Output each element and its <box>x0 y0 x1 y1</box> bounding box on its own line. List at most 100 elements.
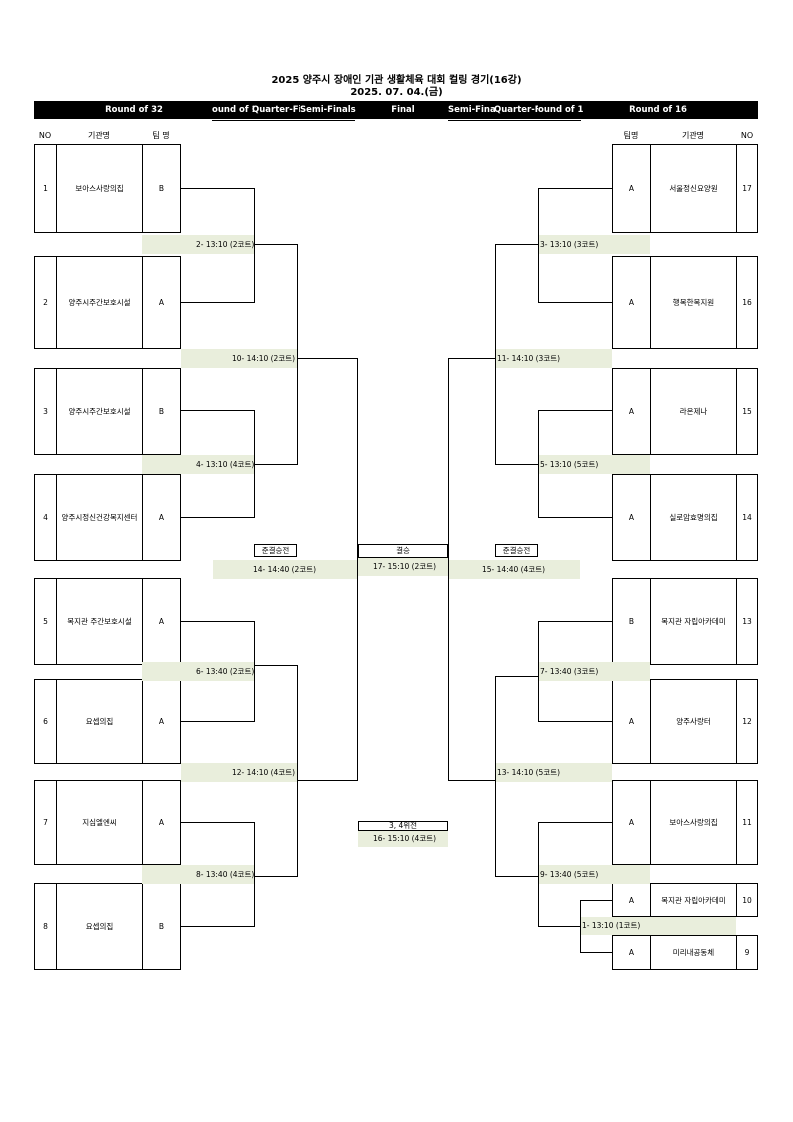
col-org-right: 기관명 <box>681 131 705 140</box>
bracket-line <box>297 244 298 465</box>
left-team-no: 6 <box>34 679 57 764</box>
bracket-line <box>538 621 612 622</box>
right-team-code: A <box>612 780 651 865</box>
bracket-line <box>448 358 449 781</box>
col-team-right: 팀명 <box>623 131 639 140</box>
right-team-org: 서울정신요양원 <box>650 144 737 233</box>
bracket-line <box>538 188 539 303</box>
match-label: 2- 13:10 (2코트) <box>142 235 254 254</box>
right-team-no: 9 <box>736 935 758 970</box>
right-team-code: A <box>612 368 651 455</box>
bracket-line <box>297 358 358 359</box>
match-label: 3- 13:10 (3코트) <box>538 235 650 254</box>
bracket-line <box>538 926 580 927</box>
left-team-org: 요셉의집 <box>56 883 143 970</box>
bracket-line <box>538 410 612 411</box>
bracket-line <box>580 900 581 953</box>
match-label: 16- 15:10 (4코트) <box>358 830 448 847</box>
page-title: 2025 양주시 장애인 기관 생활체육 대회 컬링 경기(16강) <box>271 75 522 86</box>
match-label: 9- 13:40 (5코트) <box>538 865 650 884</box>
right-team-code: A <box>612 144 651 233</box>
bracket-line <box>495 464 538 465</box>
left-team-code: A <box>142 474 181 561</box>
right-team-no: 15 <box>736 368 758 455</box>
col-no-left: NO <box>38 131 52 140</box>
right-team-no: 14 <box>736 474 758 561</box>
bracket-line <box>495 876 538 877</box>
bracket-line <box>254 665 297 666</box>
bracket-line <box>538 188 612 189</box>
header-round-of-16: Round of 16 <box>629 105 687 115</box>
bracket-line <box>357 557 448 558</box>
bracket-line <box>538 302 612 303</box>
header-underline-right <box>448 120 581 121</box>
match-label: 15- 14:40 (4코트) <box>448 560 580 579</box>
third-place-label: 3, 4위전 <box>358 821 448 831</box>
right-team-code: A <box>612 474 651 561</box>
right-team-code: B <box>612 578 651 665</box>
right-team-code: A <box>612 935 651 970</box>
bracket-line <box>538 721 612 722</box>
bracket-line <box>495 676 496 877</box>
match-label: 1- 13:10 (1코트) <box>580 917 736 935</box>
right-team-no: 12 <box>736 679 758 764</box>
left-team-code: A <box>142 679 181 764</box>
header-quarter-right: Quarter-Fina <box>494 105 538 115</box>
right-team-org: 미리내공동체 <box>650 935 737 970</box>
header-semi-right: Semi-Finals <box>448 105 496 115</box>
right-team-org: 복지관 자립아카데미 <box>650 883 737 917</box>
left-team-code: A <box>142 256 181 349</box>
bracket-line <box>181 302 254 303</box>
match-label: 11- 14:10 (3코트) <box>495 349 612 368</box>
left-team-no: 5 <box>34 578 57 665</box>
left-team-no: 7 <box>34 780 57 865</box>
bracket-line <box>357 358 358 781</box>
match-label: 10- 14:10 (2코트) <box>181 349 297 368</box>
header-quarter-left: Quarter-Fina <box>252 105 300 115</box>
col-org-left: 기관명 <box>87 131 111 140</box>
left-team-org: 지심엘엔씨 <box>56 780 143 865</box>
left-team-code: A <box>142 780 181 865</box>
event-date: 2025. 07. 04.(금) <box>350 87 443 98</box>
left-team-code: B <box>142 368 181 455</box>
bracket-line <box>538 822 612 823</box>
right-team-org: 양주사랑터 <box>650 679 737 764</box>
bracket-line <box>538 410 539 518</box>
match-label: 7- 13:40 (3코트) <box>538 662 650 681</box>
left-team-no: 4 <box>34 474 57 561</box>
left-team-org: 양주시주간보호시설 <box>56 368 143 455</box>
match-label: 8- 13:40 (4코트) <box>142 865 254 884</box>
bracket-line <box>181 188 254 189</box>
right-team-org: 실로암효명의집 <box>650 474 737 561</box>
bracket-line <box>181 517 254 518</box>
header-final: Final <box>391 105 415 115</box>
left-team-no: 2 <box>34 256 57 349</box>
match-label: 14- 14:40 (2코트) <box>213 560 357 579</box>
bracket-line <box>297 665 298 877</box>
match-label: 12- 14:10 (4코트) <box>181 763 297 782</box>
bracket-line <box>181 822 254 823</box>
bracket-line <box>495 244 496 465</box>
bracket-line <box>254 621 255 722</box>
left-team-org: 복지관 주간보호시설 <box>56 578 143 665</box>
right-team-code: A <box>612 679 651 764</box>
left-team-no: 1 <box>34 144 57 233</box>
semi-final-label-right: 준결승전 <box>495 544 538 557</box>
right-team-no: 17 <box>736 144 758 233</box>
header-round-of-32: Round of 32 <box>105 105 163 115</box>
match-label: 4- 13:10 (4코트) <box>142 455 254 474</box>
bracket-line <box>254 876 297 877</box>
header-round-of-16-left: ound of 1 <box>212 105 254 115</box>
right-team-no: 16 <box>736 256 758 349</box>
left-team-no: 8 <box>34 883 57 970</box>
bracket-line <box>297 780 358 781</box>
left-team-org: 양주시주간보호시설 <box>56 256 143 349</box>
bracket-line <box>254 244 297 245</box>
bracket-line <box>495 676 538 677</box>
bracket-line <box>254 822 255 927</box>
match-label: 13- 14:10 (5코트) <box>495 763 612 782</box>
bracket-line <box>181 410 254 411</box>
right-team-code: A <box>612 883 651 917</box>
col-no-right: NO <box>740 131 754 140</box>
round-header-bar <box>34 101 758 119</box>
